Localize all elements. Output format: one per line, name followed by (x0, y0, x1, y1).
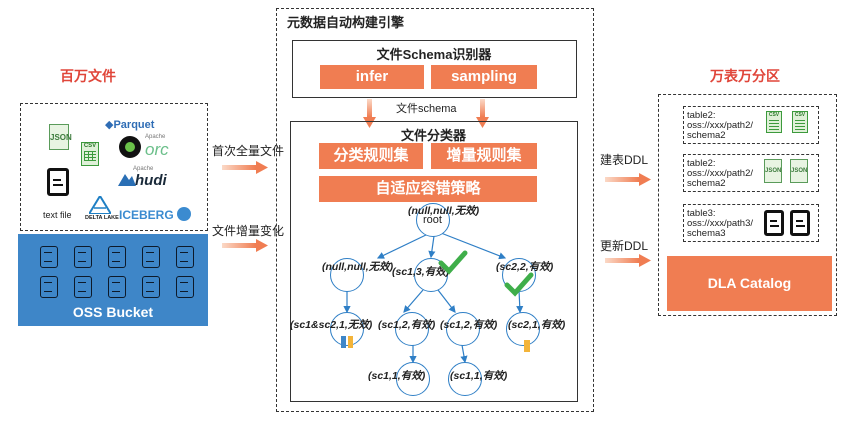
arrow-incremental (222, 239, 268, 252)
tree-node-8-label: (sc1,1,有效) (368, 370, 426, 382)
json-file-icon: JSON (764, 159, 782, 183)
table-entry-3: table3: oss://xxx/path3/ schema3 (683, 204, 819, 242)
hudi-label: hudi (135, 172, 167, 189)
tables-title: 万表万分区 (710, 68, 780, 84)
hudi-logo-icon (118, 172, 136, 186)
arrow-create-ddl (605, 173, 651, 186)
table-entry-1-path: oss://xxx/path2/ (687, 120, 754, 131)
file-marker-icon (348, 336, 353, 348)
create-ddl-label: 建表DDL (600, 153, 649, 167)
tree-node-4 (330, 312, 364, 346)
file-formats-panel: JSON CSV ◆Parquet Apache orc text file A… (20, 103, 208, 231)
tree-node-8 (396, 362, 430, 396)
table-entry-1: table2: oss://xxx/path2/ schema2 CSV CSV (683, 106, 819, 144)
table-entry-2-name: table2: (687, 158, 716, 169)
arrow-schema-left (363, 99, 376, 128)
table-entry-2: table2: oss://xxx/path2/ schema2 JSON JS… (683, 154, 819, 192)
arrow-schema-right (476, 99, 489, 128)
json-file-icon: JSON (790, 159, 808, 183)
table-entry-1-schema: schema2 (687, 130, 726, 141)
incremental-rule-set: 增量规则集 (431, 143, 537, 169)
tree-node-root-label: (null,null,无效) (408, 205, 480, 217)
table-entry-3-name: table3: (687, 208, 716, 219)
tree-node-4-label: (sc1&sc2,1,无效) (290, 319, 373, 331)
tree-node-9 (448, 362, 482, 396)
text-file-label: text file (43, 210, 72, 220)
csv-file-icon: CSV (81, 142, 99, 166)
incremental-label: 文件增量变化 (212, 224, 285, 238)
tree-node-5-label: (sc1,2,有效) (378, 319, 436, 331)
hudi-apache-label: Apache (133, 166, 154, 172)
tree-node-1-label: (null,null,无效) (322, 261, 394, 273)
tree-node-root-text: root (423, 214, 442, 226)
oss-document-icon (74, 246, 92, 268)
file-classifier-title: 文件分类器 (400, 128, 466, 143)
oss-document-icon (176, 246, 194, 268)
iceberg-logo-icon (177, 207, 191, 221)
oss-document-icon (176, 276, 194, 298)
adaptive-fault-tolerance: 自适应容错策略 (319, 176, 537, 202)
orc-logo-icon (119, 136, 141, 158)
tree-node-1 (330, 258, 364, 292)
table-entry-3-path: oss://xxx/path3/ (687, 218, 754, 229)
tree-node-9-label: (sc1,1,有效) (450, 370, 508, 382)
table-entry-1-name: table2: (687, 110, 716, 121)
oss-document-icon (108, 276, 126, 298)
oss-bucket-label: OSS Bucket (72, 304, 154, 320)
tree-node-root (416, 203, 450, 237)
csv-file-icon: CSV (766, 111, 782, 133)
oss-document-icon (142, 276, 160, 298)
arrow-first-full (222, 161, 268, 174)
tree-node-2-label: (sc1,3,有效) (392, 266, 450, 278)
file-marker-icon (524, 340, 530, 352)
orc-apache-label: Apache (145, 134, 166, 140)
orc-label: orc (145, 140, 169, 159)
sampling-module: sampling (431, 65, 537, 89)
text-file-icon (790, 210, 810, 236)
oss-document-icon (74, 276, 92, 298)
tree-node-5 (395, 312, 429, 346)
oss-document-icon (40, 246, 58, 268)
first-full-label: 首次全量文件 (212, 144, 285, 158)
tree-node-7-label: (sc2,1,有效) (508, 319, 566, 331)
text-file-icon (764, 210, 784, 236)
valid-check-icon (504, 272, 534, 297)
oss-document-icon (142, 246, 160, 268)
update-ddl-label: 更新DDL (600, 239, 649, 253)
iceberg-label: ICEBERG (119, 208, 174, 222)
dla-catalog: DLA Catalog (667, 256, 832, 311)
table-entry-2-schema: schema2 (687, 178, 726, 189)
engine-title: 元数据自动构建引擎 (287, 15, 405, 30)
oss-document-icon (108, 246, 126, 268)
tree-node-6 (446, 312, 480, 346)
file-classifier-box: 文件分类器 分类规则集 增量规则集 自适应容错策略 (290, 121, 578, 402)
csv-file-icon: CSV (792, 111, 808, 133)
tree-node-6-label: (sc1,2,有效) (440, 319, 498, 331)
oss-document-icon (40, 276, 58, 298)
infer-module: infer (320, 65, 424, 89)
source-files-title: 百万文件 (60, 68, 116, 84)
metadata-engine-panel (276, 8, 594, 412)
valid-check-icon (438, 250, 468, 275)
table-entry-3-schema: schema3 (687, 228, 726, 239)
file-marker-icon (341, 336, 346, 348)
classification-rule-set: 分类规则集 (319, 143, 423, 169)
schema-recognizer-title: 文件Schema识别器 (376, 47, 492, 62)
oss-bucket-panel: OSS Bucket (18, 234, 208, 326)
text-file-icon (47, 168, 69, 196)
tree-node-3-label: (sc2,2,有效) (496, 261, 554, 273)
table-entry-2-path: oss://xxx/path2/ (687, 168, 754, 179)
parquet-logo: ◆Parquet (105, 119, 155, 131)
delta-lake-label: DELTA LAKE (85, 215, 119, 221)
file-schema-label: 文件schema (396, 103, 457, 115)
arrow-update-ddl (605, 254, 651, 267)
delta-lake-icon (87, 194, 113, 215)
json-file-icon: JSON (49, 124, 72, 150)
schema-recognizer-box: 文件Schema识别器 infer sampling (292, 40, 577, 98)
tree-node-7 (506, 312, 540, 346)
table-catalog-panel (658, 94, 837, 316)
